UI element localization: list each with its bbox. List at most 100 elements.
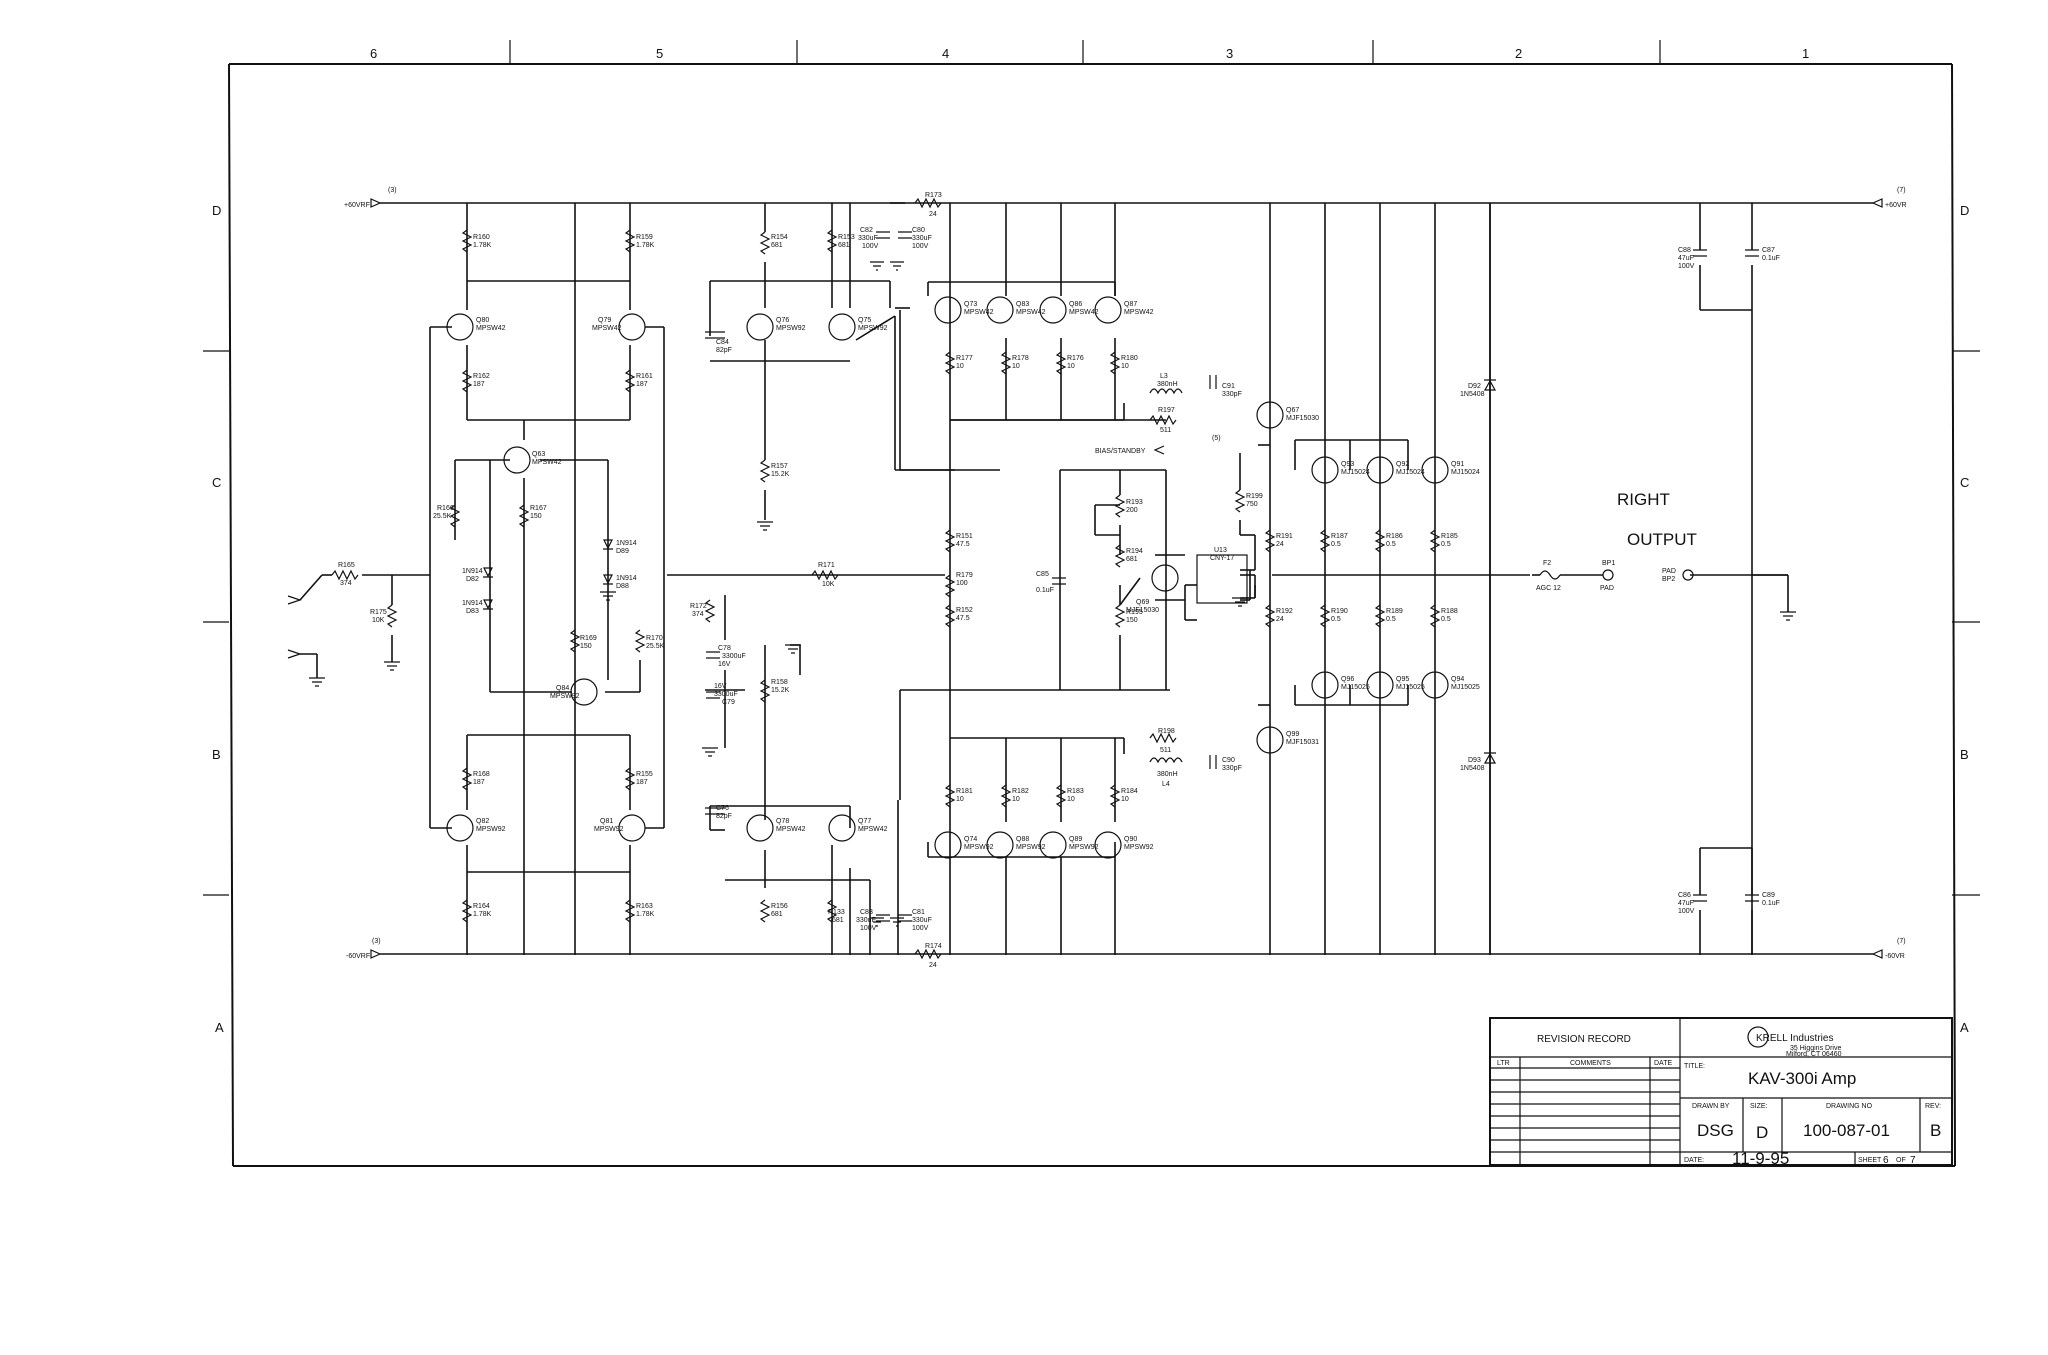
val-q86: MPSW42	[1069, 309, 1099, 316]
ref-r187: R187	[1331, 533, 1348, 540]
drawing-frame	[203, 40, 1980, 1167]
ref-q96: Q96	[1341, 676, 1354, 683]
val-r188: 0.5	[1441, 616, 1451, 623]
ref-c80: C80	[912, 227, 925, 234]
val-r155: 187	[636, 779, 648, 786]
ref-q89: Q89	[1069, 836, 1082, 843]
drawing-no-value: 100-087-01	[1803, 1121, 1890, 1140]
val-r167: 150	[530, 513, 542, 520]
ref-q67: Q67	[1286, 407, 1299, 414]
val-r181: 10	[956, 796, 964, 803]
val-r151: 47.5	[956, 541, 970, 548]
val-c91: 330pF	[1222, 391, 1242, 398]
supply-rails	[370, 198, 1883, 959]
ref-r193: R193	[1126, 499, 1143, 506]
ref-r166: R166	[437, 505, 454, 512]
ref-r162: R162	[473, 373, 490, 380]
ref-r154: R154	[771, 234, 788, 241]
ref-r182: R182	[1012, 788, 1029, 795]
ref-q81: Q81	[600, 818, 613, 825]
val-r198: 511	[1160, 747, 1171, 754]
ref-q88: Q88	[1016, 836, 1029, 843]
val-r163: 1.78K	[636, 911, 655, 918]
ref-c83: C83	[860, 909, 873, 916]
val-q89: MPSW92	[1069, 844, 1099, 851]
size-label: SIZE:	[1750, 1103, 1768, 1110]
ref-r198: R198	[1158, 728, 1175, 735]
ref-r156: R156	[771, 903, 788, 910]
val-q63: MPSW42	[532, 459, 562, 466]
output-label-line1: RIGHT	[1617, 490, 1670, 509]
fuse-value: AGC 12	[1536, 585, 1561, 592]
ref-r186: R186	[1386, 533, 1403, 540]
val-q91: MJ15024	[1451, 469, 1480, 476]
val2-c86: 100V	[1678, 908, 1695, 915]
date-label: DATE:	[1684, 1157, 1704, 1164]
val-q84: MPSW92	[550, 693, 580, 700]
ref-q80: Q80	[476, 317, 489, 324]
val-d88: D88	[616, 583, 629, 590]
zone-col-4: 4	[942, 46, 949, 61]
ref-q83: Q83	[1016, 301, 1029, 308]
val-c88: 47uF	[1678, 255, 1694, 262]
rail-neg-right: -60VR	[1885, 953, 1905, 960]
val-c79: 3300uF	[714, 691, 738, 698]
ref-q82: Q82	[476, 818, 489, 825]
val-r177: 10	[956, 363, 964, 370]
pad-bp2-ref: PAD	[1662, 568, 1676, 575]
val-r194: 681	[1126, 556, 1138, 563]
ref-q90: Q90	[1124, 836, 1137, 843]
val-r153: 681	[838, 242, 850, 249]
val-r190: 0.5	[1331, 616, 1341, 623]
ref-l3: L3	[1160, 373, 1168, 380]
ref-q94: Q94	[1451, 676, 1464, 683]
zone-row-d-right: D	[1960, 203, 1969, 218]
ref-r195: R195	[1126, 609, 1143, 616]
val-r152: 47.5	[956, 615, 970, 622]
component-symbols	[287, 197, 1796, 960]
ref-c89: C89	[1762, 892, 1775, 899]
drawing-title: KAV-300i Amp	[1748, 1069, 1856, 1088]
ref-r188: R188	[1441, 608, 1458, 615]
ref-q84: Q84	[556, 685, 569, 692]
val-r180: 10	[1121, 363, 1129, 370]
zone-row-b-right: B	[1960, 747, 1969, 762]
ref-r194: R194	[1126, 548, 1143, 555]
rail-pos-left-tag: (3)	[388, 187, 397, 194]
rail-pos-right: +60VR	[1885, 202, 1907, 209]
val-q79: MPSW42	[592, 325, 622, 332]
ref-r199: R199	[1246, 493, 1263, 500]
val-r154: 681	[771, 242, 783, 249]
ref-r192: R192	[1276, 608, 1293, 615]
val-r170: 25.5K	[646, 643, 665, 650]
val-q76: MPSW92	[776, 325, 806, 332]
zone-col-3: 3	[1226, 46, 1233, 61]
ref-r133: R133	[828, 909, 845, 916]
val-q83: MPSW42	[1016, 309, 1046, 316]
revision-col-date: DATE	[1654, 1060, 1672, 1067]
val-r158: 15.2K	[771, 687, 790, 694]
val-c84: 82pF	[716, 347, 732, 354]
ref-q76: Q76	[776, 317, 789, 324]
val2-c78: 16V	[718, 661, 731, 668]
fuse-ref: F2	[1543, 560, 1551, 567]
ref-q78: Q78	[776, 818, 789, 825]
ref-r165: R165	[338, 562, 355, 569]
val-r178: 10	[1012, 363, 1020, 370]
ref-q87: Q87	[1124, 301, 1137, 308]
ref-r183: R183	[1067, 788, 1084, 795]
val-d83: D83	[466, 608, 479, 615]
val2-c81: 100V	[912, 925, 929, 932]
zone-col-1: 1	[1802, 46, 1809, 61]
bias-standby-label: BIAS/STANDBY	[1095, 448, 1146, 455]
val2-c82: 100V	[862, 243, 879, 250]
rail-pos-right-tag: (7)	[1897, 187, 1906, 194]
ref-c78: C78	[718, 645, 731, 652]
val-q75: MPSW92	[858, 325, 888, 332]
ref-c81: C81	[912, 909, 925, 916]
val-r193: 200	[1126, 507, 1138, 514]
rail-neg-right-tag: (7)	[1897, 938, 1906, 945]
val-r187: 0.5	[1331, 541, 1341, 548]
val-r191: 24	[1276, 541, 1284, 548]
